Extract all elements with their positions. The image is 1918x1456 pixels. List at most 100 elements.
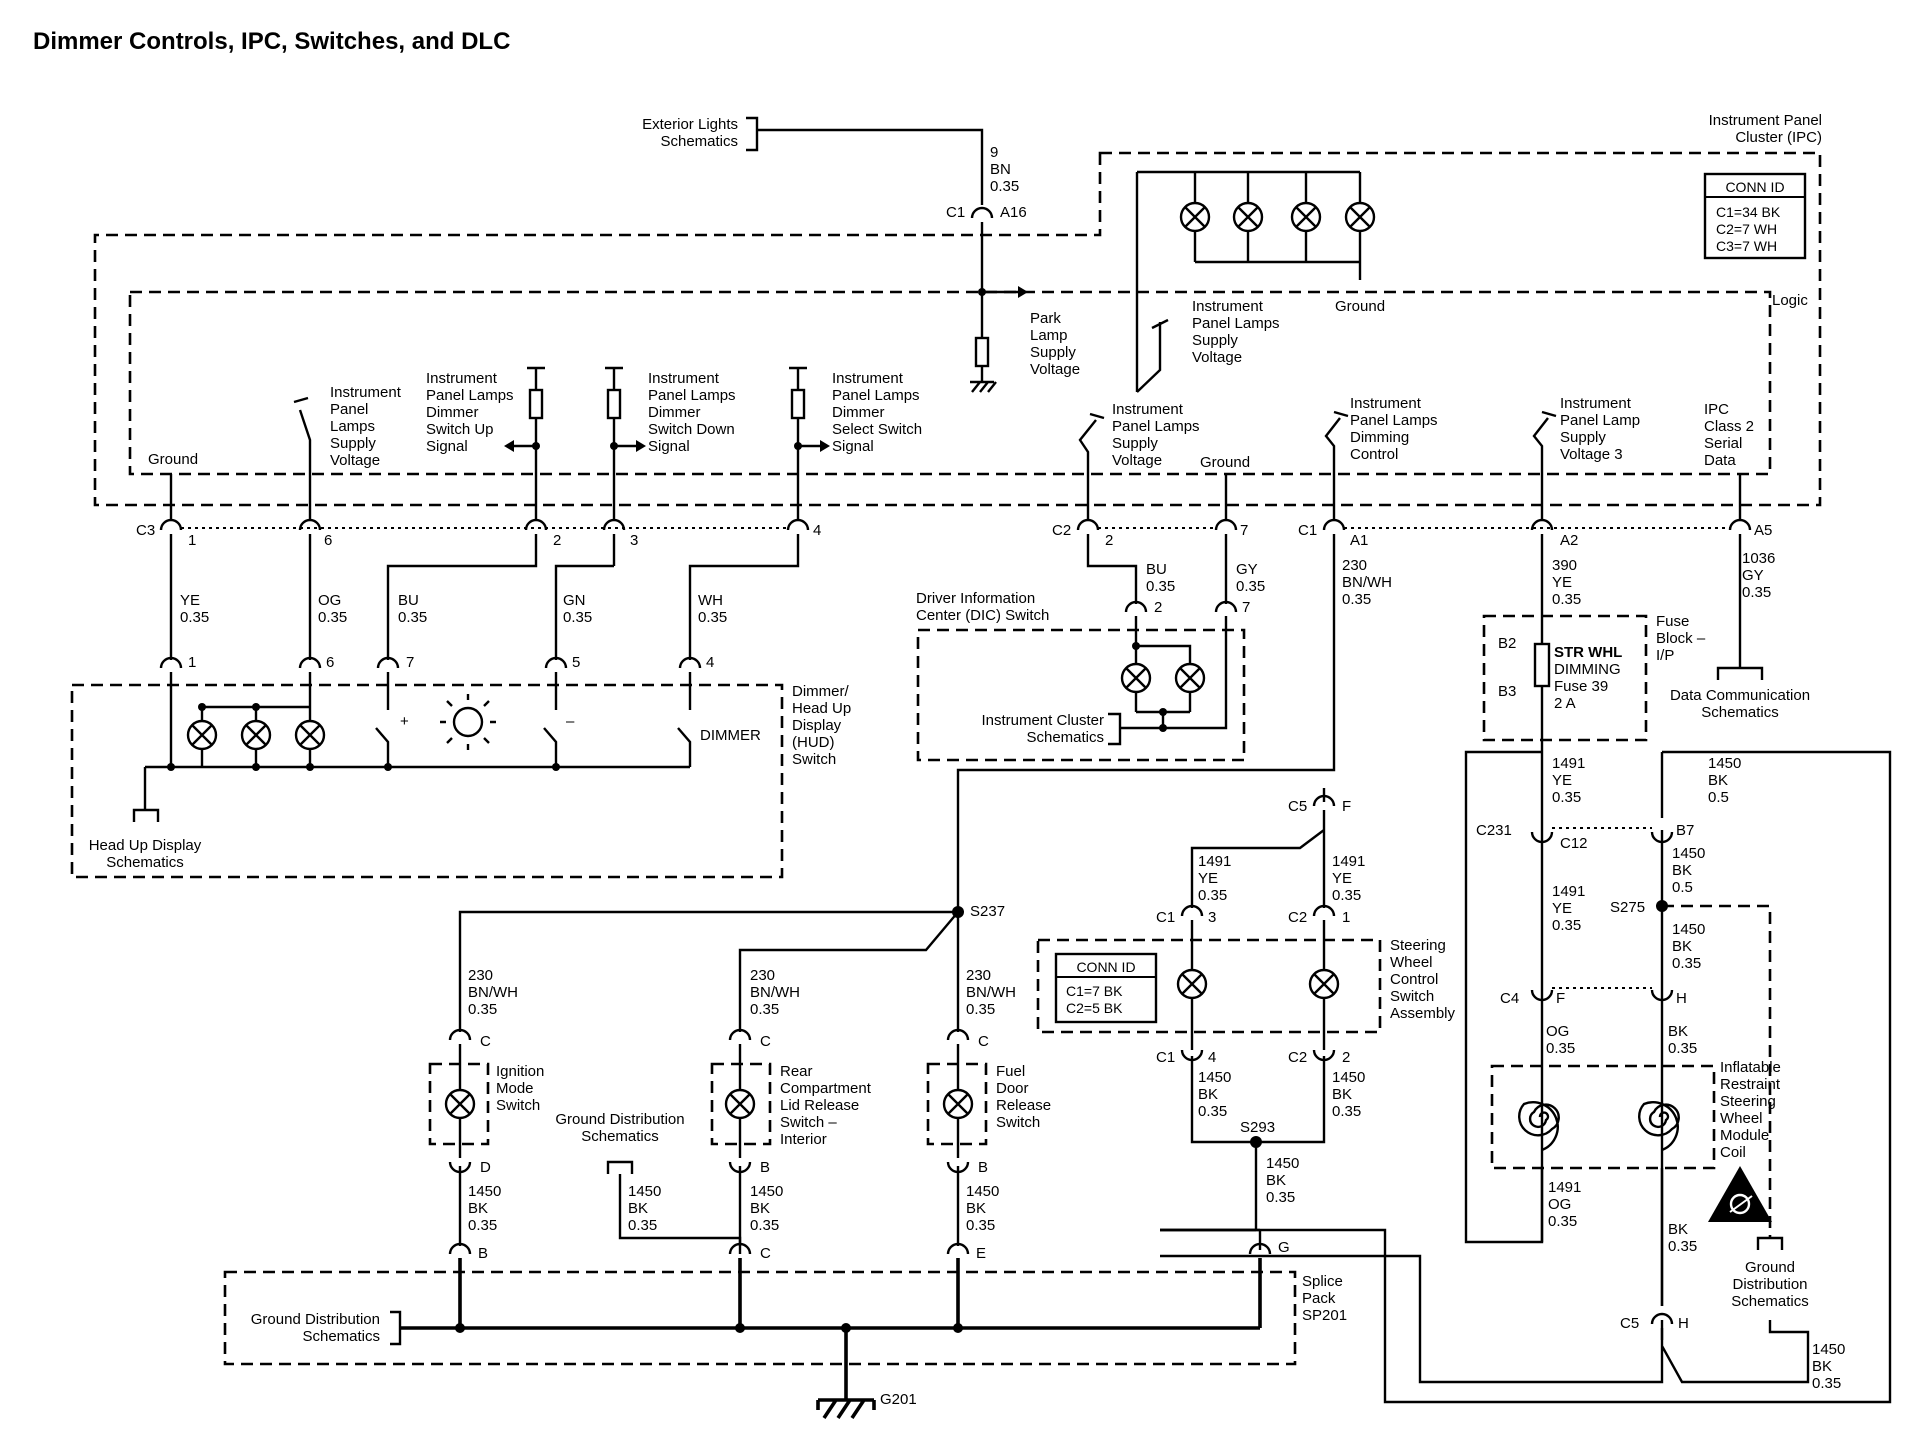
svg-text:1491: 1491: [1552, 883, 1585, 900]
svg-text:YE: YE: [1552, 772, 1572, 789]
dic-connector: [1124, 600, 1238, 613]
svg-text:0.5: 0.5: [1708, 789, 1729, 806]
svg-text:Instrument: Instrument: [1192, 298, 1264, 315]
svg-text:0.35: 0.35: [1552, 591, 1581, 608]
svg-text:230: 230: [468, 967, 493, 984]
pullup-resistor-icon: [528, 388, 544, 420]
ipc-lamp-icon: [1232, 172, 1264, 262]
svg-text:Schematics: Schematics: [1026, 729, 1104, 746]
splice-s293: [1250, 1136, 1262, 1148]
svg-text:OG: OG: [318, 592, 341, 609]
wire-1450f-label: 1450 BK 0.35: [1332, 1069, 1365, 1120]
svg-text:230: 230: [750, 967, 775, 984]
svg-text:5: 5: [572, 654, 580, 671]
svg-text:I/P: I/P: [1656, 647, 1674, 664]
svg-text:BN/WH: BN/WH: [468, 984, 518, 1001]
svg-text:Signal: Signal: [832, 438, 874, 455]
svg-text:Fuse: Fuse: [1656, 613, 1689, 630]
svg-text:Steering: Steering: [1390, 937, 1446, 954]
svg-text:GY: GY: [1236, 561, 1258, 578]
dic-switch-box: [916, 628, 1246, 762]
wire-1450g-label: 1450 BK 0.35: [1266, 1155, 1299, 1206]
svg-text:Cluster (IPC): Cluster (IPC): [1735, 129, 1822, 146]
svg-text:Instrument: Instrument: [1560, 395, 1632, 412]
svg-text:S237: S237: [970, 903, 1005, 920]
svg-text:0.35: 0.35: [698, 609, 727, 626]
svg-text:Panel Lamps: Panel Lamps: [1112, 418, 1200, 435]
wire-230c-label: 230 BN/WH 0.35: [966, 967, 1016, 1018]
svg-text:1450: 1450: [750, 1183, 783, 1200]
svg-text:C2=5 BK: C2=5 BK: [1066, 1000, 1123, 1016]
connector-c1: [1322, 518, 1752, 531]
dimmer-select-switch: [677, 672, 692, 767]
wire-230-label: 230 BN/WH 0.35: [1342, 557, 1392, 608]
svg-text:Driver Information: Driver Information: [916, 590, 1035, 607]
svg-text:YE: YE: [1552, 574, 1572, 591]
svg-text:0.35: 0.35: [1668, 1238, 1697, 1255]
svg-text:C2: C2: [1288, 1049, 1307, 1066]
ipc-lamp-icon: [1290, 172, 1322, 262]
svg-text:7: 7: [1240, 522, 1248, 539]
svg-text:C1: C1: [1156, 909, 1175, 926]
svg-text:E: E: [976, 1245, 986, 1262]
svg-text:0.35: 0.35: [1332, 887, 1361, 904]
swc-connector-top: [1180, 904, 1336, 917]
wire-gy2-label: GY0.35: [1236, 561, 1265, 595]
ipc-ground-label: Ground: [1335, 298, 1385, 315]
c3-label: C3: [136, 522, 155, 539]
connector-c3: [159, 518, 810, 531]
svg-text:230: 230: [966, 967, 991, 984]
dimmer-down-switch: [543, 672, 558, 767]
svg-text:Release: Release: [996, 1097, 1051, 1114]
svg-text:IPC: IPC: [1704, 401, 1729, 418]
wire-1491c-label: 1491 YE 0.35: [1198, 853, 1231, 904]
svg-text:C: C: [760, 1245, 771, 1262]
svg-text:A2: A2: [1560, 532, 1578, 549]
wire-og-b-label: OG0.35: [1546, 1023, 1575, 1057]
svg-text:Compartment: Compartment: [780, 1080, 872, 1097]
svg-text:Wheel: Wheel: [1720, 1110, 1763, 1127]
diagram-title: Dimmer Controls, IPC, Switches, and DLC: [33, 28, 510, 55]
svg-text:Fuse 39: Fuse 39: [1554, 678, 1608, 695]
svg-text:BN/WH: BN/WH: [1342, 574, 1392, 591]
svg-text:Head Up Display: Head Up Display: [89, 837, 202, 854]
hud-lamp-icon: [186, 719, 218, 751]
dic-switch-label: Driver Information Center (DIC) Switch: [916, 590, 1049, 624]
svg-text:WH: WH: [698, 592, 723, 609]
pullup-resistor-icon: [606, 388, 622, 420]
svg-text:YE: YE: [1198, 870, 1218, 887]
svg-text:SP201: SP201: [1302, 1307, 1347, 1324]
svg-text:Display: Display: [792, 717, 842, 734]
wire-1450b-label: 1450 BK 0.5: [1672, 845, 1705, 896]
svg-text:1: 1: [188, 532, 196, 549]
svg-text:6: 6: [324, 532, 332, 549]
svg-text:Switch Up: Switch Up: [426, 421, 494, 438]
svg-text:0.35: 0.35: [1198, 1103, 1227, 1120]
hud-lamp-icon: [240, 719, 272, 751]
svg-text:0.35: 0.35: [1546, 1040, 1575, 1057]
connector-c4: [1530, 987, 1674, 1002]
svg-text:2: 2: [1105, 532, 1113, 549]
svg-text:0.35: 0.35: [750, 1217, 779, 1234]
svg-text:C5: C5: [1288, 798, 1307, 815]
resistor-icon: [974, 336, 990, 368]
logic-label: Logic: [1772, 292, 1808, 309]
svg-text:7: 7: [406, 654, 414, 671]
svg-text:4: 4: [1208, 1049, 1216, 1066]
ipl-supply-label: Instrument Panel Lamps Supply Voltage: [330, 384, 402, 469]
svg-text:2: 2: [1342, 1049, 1350, 1066]
brightness-icon: [440, 694, 496, 750]
svg-text:0.35: 0.35: [398, 609, 427, 626]
svg-text:Voltage: Voltage: [1112, 452, 1162, 469]
wire-bk-c-label: BK0.35: [1668, 1221, 1697, 1255]
svg-text:0.35: 0.35: [966, 1217, 995, 1234]
svg-text:H: H: [1676, 990, 1687, 1007]
wire-9-label: 9 BN 0.35: [990, 144, 1019, 195]
wire-ye-label: YE0.35: [180, 592, 209, 626]
svg-text:Serial: Serial: [1704, 435, 1742, 452]
svg-text:Rear: Rear: [780, 1063, 813, 1080]
svg-text:0.35: 0.35: [966, 1001, 995, 1018]
dimmer-hud-switch-box: [70, 683, 784, 879]
svg-text:0.35: 0.35: [1342, 591, 1371, 608]
svg-text:Ground Distribution: Ground Distribution: [555, 1111, 684, 1128]
